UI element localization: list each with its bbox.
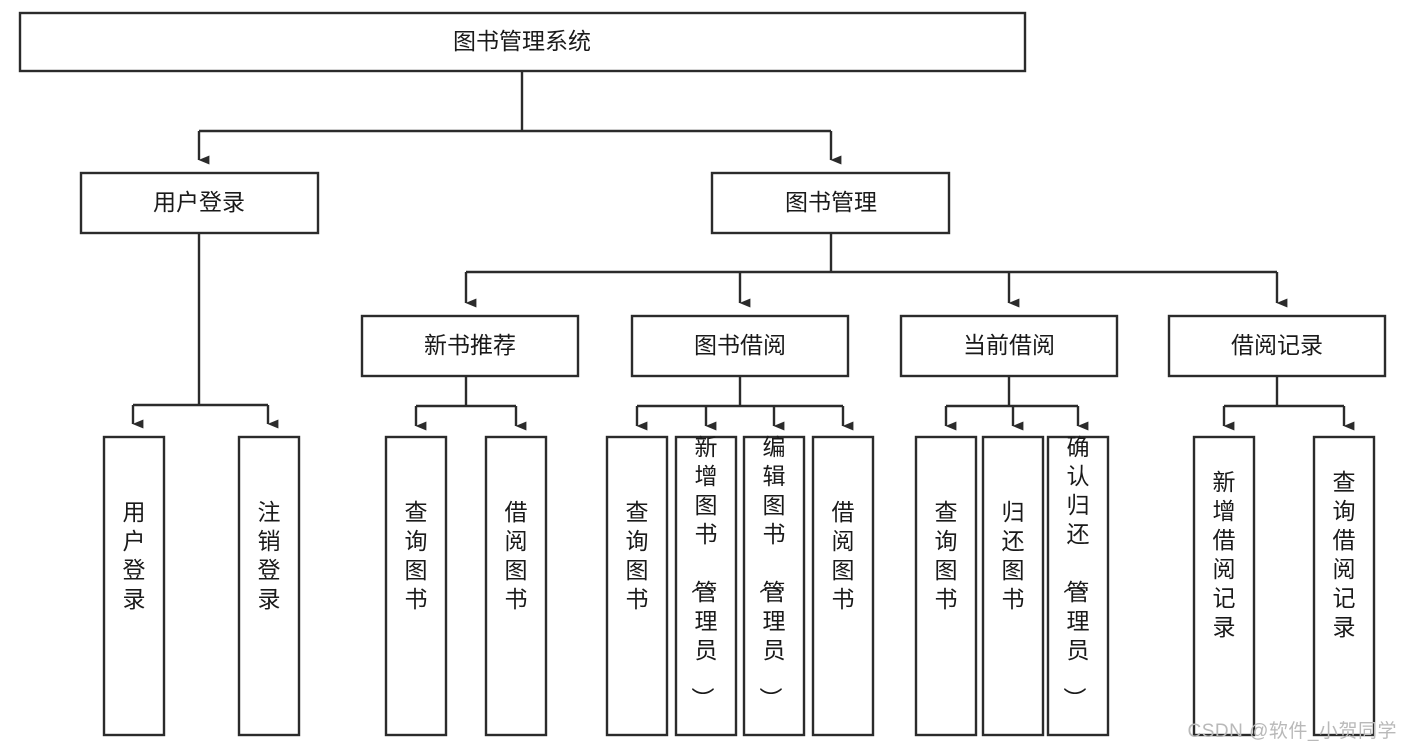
leaf-user-login-2[interactable]: 注销登录 [237, 435, 301, 737]
leaf-borrow-record-1[interactable]: 新增借阅记录 [1192, 435, 1256, 737]
node-current-borrow[interactable]: 当前借阅 [899, 314, 1119, 378]
node-borrow-record-box[interactable] [1167, 314, 1387, 378]
leaf-user-login-1[interactable]: 用户登录 [102, 435, 166, 737]
leaf-recommend-2[interactable]: 借阅图书 [484, 435, 548, 737]
node-current-borrow-box[interactable] [899, 314, 1119, 378]
node-borrow-record[interactable]: 借阅记录 [1167, 314, 1387, 378]
leaf-book-borrow-4-label: 借阅图书 [832, 499, 855, 612]
leaf-user-login-2-box[interactable] [237, 435, 301, 737]
node-book-borrow-label: 图书借阅 [694, 332, 786, 358]
leaf-book-borrow-3[interactable]: 编辑图书（管理员） [742, 434, 806, 737]
node-new-book-recommend-box[interactable] [360, 314, 580, 378]
node-book-manage-label: 图书管理 [785, 189, 877, 215]
leaf-current-borrow-2-label: 归还图书 [1002, 499, 1025, 612]
node-root[interactable]: 图书管理系统 [18, 11, 1027, 73]
leaf-book-borrow-4[interactable]: 借阅图书 [811, 435, 875, 737]
leaf-recommend-2-label: 借阅图书 [505, 499, 528, 612]
node-book-borrow-box[interactable] [630, 314, 850, 378]
node-book-borrow[interactable]: 图书借阅 [630, 314, 850, 378]
leaf-book-borrow-2-box[interactable] [674, 435, 738, 737]
node-new-book-recommend[interactable]: 新书推荐 [360, 314, 580, 378]
node-new-book-recommend-label: 新书推荐 [424, 332, 516, 358]
leaf-current-borrow-2-box[interactable] [981, 435, 1045, 737]
leaf-book-borrow-2[interactable]: 新增图书（管理员） [674, 434, 738, 737]
node-user-login-box[interactable] [79, 171, 320, 235]
leaf-book-borrow-3-label: 编辑图书（管理员） [758, 434, 786, 710]
leaf-borrow-record-2-box[interactable] [1312, 435, 1376, 737]
leaf-current-borrow-1-label: 查询图书 [935, 499, 958, 612]
leaf-book-borrow-1[interactable]: 查询图书 [605, 435, 669, 737]
connector-layer [131, 71, 1355, 431]
leaf-current-borrow-2[interactable]: 归还图书 [981, 435, 1045, 737]
node-root-box[interactable] [18, 11, 1027, 73]
leaf-borrow-record-2-label: 查询借阅记录 [1333, 469, 1356, 640]
leaf-current-borrow-1[interactable]: 查询图书 [914, 435, 978, 737]
node-book-manage-box[interactable] [710, 171, 951, 235]
leaf-book-borrow-3-box[interactable] [742, 435, 806, 737]
leaf-current-borrow-3[interactable]: 确认归还（管理员） [1046, 434, 1110, 737]
leaf-user-login-1-box[interactable] [102, 435, 166, 737]
node-user-login[interactable]: 用户登录 [79, 171, 320, 235]
leaf-user-login-2-label: 注销登录 [258, 499, 281, 612]
leaf-book-borrow-1-label: 查询图书 [626, 499, 649, 612]
leaf-current-borrow-1-box[interactable] [914, 435, 978, 737]
node-book-manage[interactable]: 图书管理 [710, 171, 951, 235]
leaf-book-borrow-2-label: 新增图书（管理员） [690, 434, 718, 710]
leaf-recommend-1-label: 查询图书 [405, 499, 428, 612]
node-user-login-label: 用户登录 [153, 189, 245, 215]
leaf-book-borrow-1-box[interactable] [605, 435, 669, 737]
leaf-book-borrow-4-box[interactable] [811, 435, 875, 737]
leaf-recommend-1[interactable]: 查询图书 [384, 435, 448, 737]
leaf-recommend-2-box[interactable] [484, 435, 548, 737]
leaf-borrow-record-2[interactable]: 查询借阅记录 [1312, 435, 1376, 737]
node-current-borrow-label: 当前借阅 [963, 332, 1055, 358]
leaf-borrow-record-1-label: 新增借阅记录 [1213, 469, 1236, 640]
leaf-borrow-record-1-box[interactable] [1192, 435, 1256, 737]
leaf-recommend-1-box[interactable] [384, 435, 448, 737]
leaf-current-borrow-3-label: 确认归还（管理员） [1062, 434, 1090, 710]
leaf-user-login-1-label: 用户登录 [123, 499, 146, 612]
node-root-label: 图书管理系统 [453, 28, 591, 54]
node-borrow-record-label: 借阅记录 [1231, 332, 1323, 358]
leaf-current-borrow-3-box[interactable] [1046, 435, 1110, 737]
